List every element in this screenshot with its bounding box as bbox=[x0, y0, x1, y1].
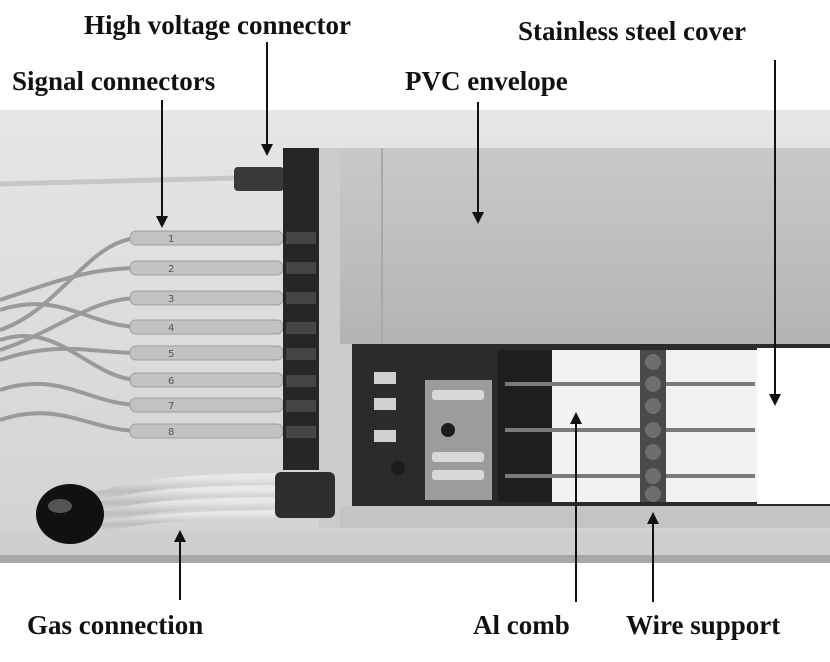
connector-pins bbox=[286, 232, 316, 438]
signal-cable-number: 7 bbox=[168, 401, 174, 412]
signal-cable bbox=[0, 333, 141, 382]
label-al-comb: Al comb bbox=[473, 610, 570, 640]
label-pvc-envelope: PVC envelope bbox=[405, 66, 568, 96]
bench-bottom bbox=[0, 563, 830, 662]
signal-cable-number: 4 bbox=[168, 323, 174, 334]
signal-cable-sleeve bbox=[129, 397, 284, 413]
signal-cable-number: 1 bbox=[168, 234, 174, 245]
al-comb-body bbox=[498, 350, 552, 502]
signal-cable bbox=[0, 296, 141, 352]
signal-cable bbox=[0, 381, 141, 407]
signal-cable-number: 8 bbox=[168, 427, 174, 438]
anode-wires bbox=[505, 382, 755, 478]
high-voltage-cable bbox=[0, 175, 239, 187]
signal-cable-sleeve bbox=[129, 423, 284, 439]
label-signal-connectors: Signal connectors bbox=[12, 66, 215, 96]
pvc-envelope-body bbox=[340, 148, 830, 344]
high-voltage-connector-body bbox=[234, 167, 284, 191]
label-high-voltage-connector: High voltage connector bbox=[84, 10, 351, 40]
signal-cable bbox=[0, 302, 141, 329]
signal-cable-number: 3 bbox=[168, 294, 174, 305]
label-stainless-steel-cover: Stainless steel cover bbox=[518, 16, 746, 46]
signal-cable-sleeve bbox=[129, 372, 284, 388]
signal-cable-sleeve bbox=[129, 345, 284, 361]
wire-support-body bbox=[640, 350, 666, 502]
gas-connection-fitting bbox=[275, 472, 335, 518]
gas-connection-cap-shine bbox=[48, 499, 72, 513]
stainless-steel-cover-body bbox=[757, 348, 830, 504]
resistors bbox=[391, 390, 484, 480]
signal-cable-sleeve bbox=[129, 290, 284, 306]
small-connector-blocks bbox=[374, 372, 396, 442]
signal-cable-sleeve bbox=[129, 319, 284, 335]
signal-cable bbox=[0, 411, 141, 433]
signal-cable-sleeve bbox=[129, 230, 284, 246]
arrows bbox=[156, 42, 781, 602]
signal-cable-number: 5 bbox=[168, 349, 174, 360]
signal-cables: 1 2 3 4 5 6 7 8 bbox=[0, 230, 284, 439]
signal-cable-number: 2 bbox=[168, 264, 174, 275]
bench-top bbox=[0, 0, 830, 110]
signal-cable-number: 6 bbox=[168, 376, 174, 387]
gas-connection-cap bbox=[36, 484, 104, 544]
label-wire-support: Wire support bbox=[626, 610, 780, 640]
tray-bottom-lip bbox=[340, 506, 830, 528]
label-gas-connection: Gas connection bbox=[27, 610, 203, 640]
bench-shadow bbox=[0, 555, 830, 563]
signal-cable bbox=[0, 266, 141, 302]
signal-cable-sleeve bbox=[129, 260, 284, 276]
connector-board bbox=[283, 148, 319, 470]
signal-cable bbox=[0, 346, 141, 362]
